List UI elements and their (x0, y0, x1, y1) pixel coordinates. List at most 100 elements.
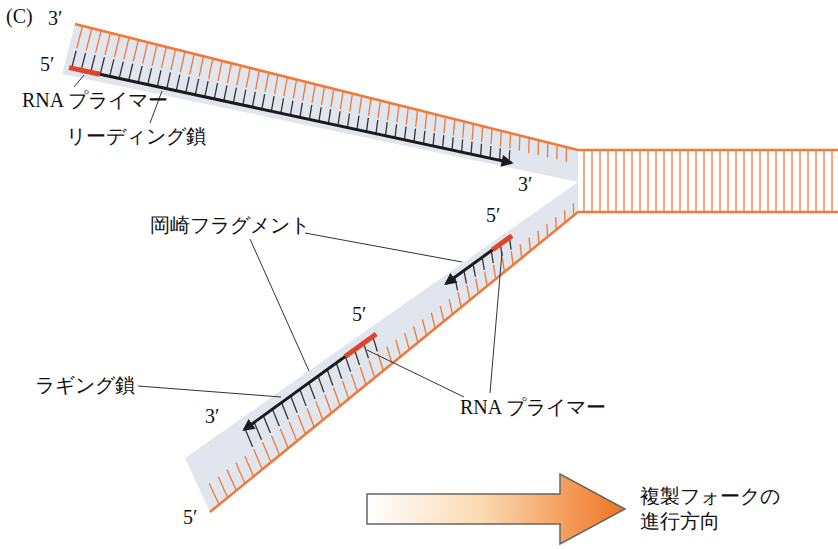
base-pair-rung (591, 151, 592, 211)
base-pair-rung (322, 86, 325, 104)
base-pair-rung (357, 116, 359, 130)
base-pair-rung (502, 258, 504, 272)
base-pair-rung (767, 151, 768, 211)
base-pair-rung (416, 110, 418, 127)
base-pair-rung (414, 129, 415, 142)
base-pair-rung (209, 59, 213, 79)
base-pair-rung (338, 111, 340, 125)
base-pair-rung (499, 148, 501, 160)
base-pair-rung (271, 436, 279, 456)
base-pair-rung (245, 429, 253, 447)
base-pair-rung (369, 360, 375, 377)
base-pair-rung (727, 151, 728, 211)
base-pair-rung (735, 151, 736, 211)
direction-label: 複製フォークの 進行方向 (640, 484, 790, 534)
base-pair-rung (615, 151, 616, 211)
base-pair-rung (491, 251, 493, 263)
base-pair-rung (443, 135, 444, 148)
base-pair-rung (462, 139, 463, 152)
base-pair-rungs (72, 26, 832, 505)
strand-end-label: 5′ (183, 505, 197, 529)
base-pair-rung (214, 83, 217, 99)
base-pair-rung (815, 151, 816, 211)
base-pair-rung (86, 28, 92, 50)
base-pair-rung (494, 265, 496, 279)
base-pair-rung (195, 79, 198, 95)
base-pair-rung (254, 422, 261, 440)
base-pair-rung (599, 151, 600, 211)
base-pair-rung (291, 396, 297, 413)
base-pair-rung (233, 88, 236, 103)
base-pair-rung (243, 90, 246, 105)
base-pair-rung (482, 257, 484, 270)
base-pair-rung (124, 38, 129, 60)
base-pair-rung (176, 75, 180, 91)
base-pair-rung (271, 96, 274, 111)
base-pair-rung (284, 77, 287, 96)
base-pair-rung (405, 333, 410, 349)
leader-line (138, 386, 281, 397)
base-pair-rung (325, 395, 332, 413)
base-pair-rung (422, 320, 426, 336)
base-pair-rung (546, 224, 548, 237)
leading-strand-arrow (100, 74, 511, 163)
rna-primer (69, 68, 100, 75)
base-pair-rung (265, 73, 269, 92)
base-pair-rung (309, 105, 311, 119)
base-pair-rung (162, 47, 167, 68)
strand-end-label: 3′ (205, 404, 219, 428)
base-pair-rung (369, 98, 371, 116)
base-pair-rung (336, 363, 341, 379)
primer-label: RNA プライマー (22, 88, 168, 112)
base-pair-rung (480, 144, 482, 156)
base-pair-rung (114, 35, 119, 57)
base-pair-rung (376, 120, 378, 134)
base-pair-rung (679, 151, 680, 211)
fragment-label: 岡崎フラグメント (150, 213, 310, 237)
base-pair-rung (491, 128, 492, 144)
base-pair-rung (452, 137, 453, 150)
base-pair-rung (453, 119, 454, 135)
base-pair-rung (119, 62, 123, 79)
base-pair-rung (351, 374, 357, 392)
base-pair-rung (263, 416, 270, 433)
strand-end-label: 5′ (40, 52, 54, 76)
base-pair-rung (237, 66, 241, 86)
base-pair-rung (519, 135, 521, 150)
base-pair-rung (186, 77, 189, 93)
base-pair-rung (458, 292, 461, 307)
base-pair-rung (262, 94, 265, 109)
base-pair-rung (476, 279, 479, 294)
leader-line (305, 233, 462, 262)
strand-end-label: 3′ (518, 172, 532, 196)
base-pair-rung (245, 456, 254, 476)
base-pair-rung (359, 96, 362, 114)
base-pair-rung (254, 449, 263, 469)
okazaki-fragment-arrow (244, 357, 345, 430)
base-pair-rung (464, 271, 467, 284)
base-pair-rung (218, 476, 228, 497)
base-pair-rung (272, 409, 279, 426)
base-pair-rung (205, 81, 208, 97)
base-pair-rung (509, 133, 511, 148)
base-pair-rung (385, 122, 387, 136)
base-pair-rung (711, 151, 712, 211)
base-pair-rung (366, 118, 368, 132)
strand-end-label: 5′ (352, 302, 366, 326)
base-pair-rung (482, 126, 483, 142)
base-pair-rung (566, 147, 567, 162)
base-pair-rung (72, 51, 76, 68)
base-pair-rung (350, 93, 353, 111)
base-pair-rung (414, 326, 418, 342)
base-pair-rung (719, 151, 720, 211)
strand-label: リーディング鎖 (66, 124, 206, 148)
primer-label: RNA プライマー (460, 395, 606, 419)
base-pair-rung (227, 63, 231, 83)
base-pair-rung (703, 151, 704, 211)
base-pair-rung (345, 356, 350, 372)
base-pair-rung (759, 151, 760, 211)
parental-strand (210, 212, 838, 512)
base-pair-rung (799, 151, 800, 211)
base-pair-rung (360, 367, 366, 385)
base-pair-rung (274, 75, 277, 94)
